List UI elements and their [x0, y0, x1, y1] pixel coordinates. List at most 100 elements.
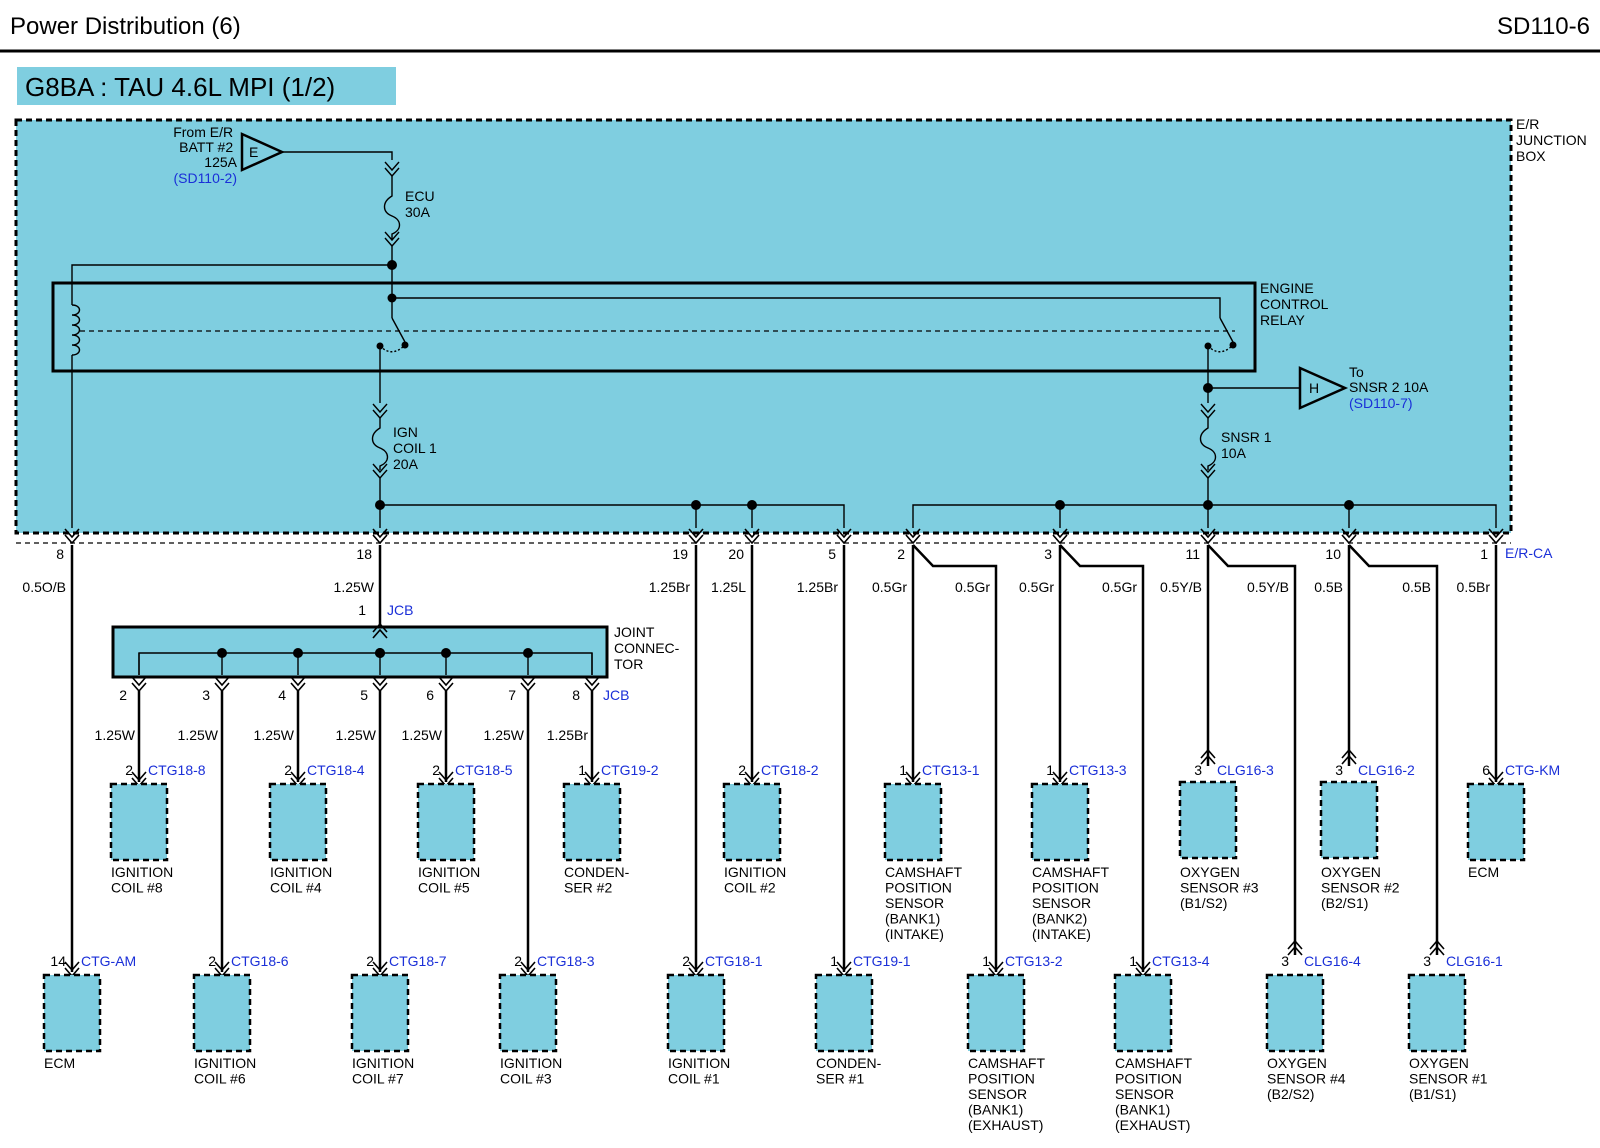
- connector-clg16-3: CLG16-3: [1217, 762, 1274, 778]
- connector-ctg13-4: CTG13-4: [1152, 953, 1210, 969]
- wire-pin11-lower: [1207, 544, 1297, 955]
- wire-pin10-lower: [1348, 544, 1439, 955]
- comp-pin: 6: [1482, 762, 1490, 778]
- component-label-ctg19-1: CONDEN-SER #1: [816, 1055, 882, 1087]
- comp-pin: 3: [1423, 953, 1431, 969]
- comp-pin: 2: [738, 762, 746, 778]
- wire-pin2-lower: [912, 544, 998, 972]
- source-ref-link[interactable]: (SD110-2): [173, 170, 237, 186]
- joint-input-pin: 1: [358, 602, 366, 618]
- subtitle-banner: [17, 67, 396, 105]
- wire-label: 1.25Br: [547, 727, 589, 743]
- snsr-fuse-label: SNSR 1 10A: [1221, 429, 1275, 461]
- relay-coil: [71, 304, 81, 356]
- er-ca-terminal-3: [1052, 528, 1068, 545]
- connector-ctg-km: CTG-KM: [1505, 762, 1560, 778]
- connector-ctg18-7: CTG18-7: [389, 953, 447, 969]
- subtitle: G8BA : TAU 4.6L MPI (1/2): [25, 72, 335, 102]
- joint-connector-box: [111, 625, 609, 679]
- component-ctg18-5: [416, 782, 476, 862]
- er-ca-pin-5: 5: [828, 546, 836, 562]
- wire-label: 1.25Br: [797, 579, 839, 595]
- connector-ctg19-2: CTG19-2: [601, 762, 659, 778]
- component-ctg13-4: [1113, 973, 1173, 1053]
- connector-ctg18-4: CTG18-4: [307, 762, 365, 778]
- relay-arc: [1207, 344, 1234, 353]
- terminal-CLG16-1: [1429, 939, 1445, 956]
- to-snsr2-h-triangle: [1298, 366, 1349, 410]
- component-label-ctg-am: ECM: [44, 1055, 75, 1071]
- wire-label: 1.25W: [95, 727, 136, 743]
- wire-label: 1.25W: [334, 579, 375, 595]
- comp-pin: 3: [1194, 762, 1202, 778]
- connector-er-ca: E/R-CA: [1505, 545, 1553, 561]
- component-clg16-1: [1407, 973, 1467, 1053]
- connector-ctg18-5: CTG18-5: [455, 762, 513, 778]
- component-label-ctg19-2: CONDEN-SER #2: [564, 864, 630, 896]
- connector-clg16-4: CLG16-4: [1304, 953, 1361, 969]
- wire-label: 1.25Br: [649, 579, 691, 595]
- er-ca-terminal-10: [1341, 528, 1357, 545]
- wire-label: 0.5B: [1314, 579, 1343, 595]
- component-ctg18-2: [722, 782, 782, 862]
- terminal-CLG16-4: [1287, 939, 1303, 956]
- connector-clg16-1: CLG16-1: [1446, 953, 1503, 969]
- junction-box-label: E/R JUNCTION BOX: [1516, 116, 1591, 164]
- joint-output-conn: JCB: [603, 687, 629, 703]
- er-ca-pin-11: 11: [1185, 546, 1200, 562]
- wire-batt-feed: [282, 151, 393, 160]
- er-ca-pin-20: 20: [728, 546, 744, 562]
- wire-label: 1.25W: [178, 727, 219, 743]
- er-ca-pin-3: 3: [1044, 546, 1052, 562]
- er-ca-pin-18: 18: [356, 546, 372, 562]
- wire-label: 0.5Y/B: [1160, 579, 1202, 595]
- comp-pin: 1: [899, 762, 907, 778]
- er-ca-pin-19: 19: [672, 546, 688, 562]
- er-ca-terminal-18: [372, 528, 388, 545]
- er-ca-pin-1: 1: [1480, 546, 1488, 562]
- junction-dot: [375, 648, 385, 658]
- comp-pin: 2: [514, 953, 522, 969]
- bus-ign-coil: [380, 504, 845, 528]
- relay-switch-2: [1219, 317, 1234, 343]
- er-ca-terminal-5: [836, 528, 852, 545]
- relay-switch-1: [391, 317, 406, 343]
- relay-label: ENGINE CONTROL RELAY: [1260, 280, 1332, 328]
- component-clg16-4: [1265, 973, 1325, 1053]
- comp-pin: 1: [982, 953, 990, 969]
- connector-clg16-2: CLG16-2: [1358, 762, 1415, 778]
- relay-arc: [379, 344, 406, 353]
- snsr-fuse: [1199, 403, 1217, 505]
- wire-label: 0.5Gr: [955, 579, 990, 595]
- connector-ctg18-1: CTG18-1: [705, 953, 763, 969]
- er-ca-terminal-20: [744, 528, 760, 545]
- comp-pin: 2: [432, 762, 440, 778]
- to-snsr2-tag: H: [1309, 380, 1319, 396]
- terminal-CLG16-2: [1341, 748, 1357, 765]
- comp-pin: 2: [125, 762, 133, 778]
- joint-output-pin: 3: [202, 687, 210, 703]
- component-ctg18-4: [268, 782, 328, 862]
- junction-box-border: [14, 118, 1513, 535]
- er-ca-terminal-19: [688, 528, 704, 545]
- to-snsr2-ref-link[interactable]: (SD110-7): [1349, 395, 1413, 411]
- component-label-ctg-km: ECM: [1468, 864, 1499, 880]
- comp-pin: 2: [682, 953, 690, 969]
- source-e-triangle: [240, 132, 286, 172]
- wire-label: 1.25W: [484, 727, 525, 743]
- component-ctg18-7: [350, 973, 410, 1053]
- wire-label: 1.25W: [336, 727, 377, 743]
